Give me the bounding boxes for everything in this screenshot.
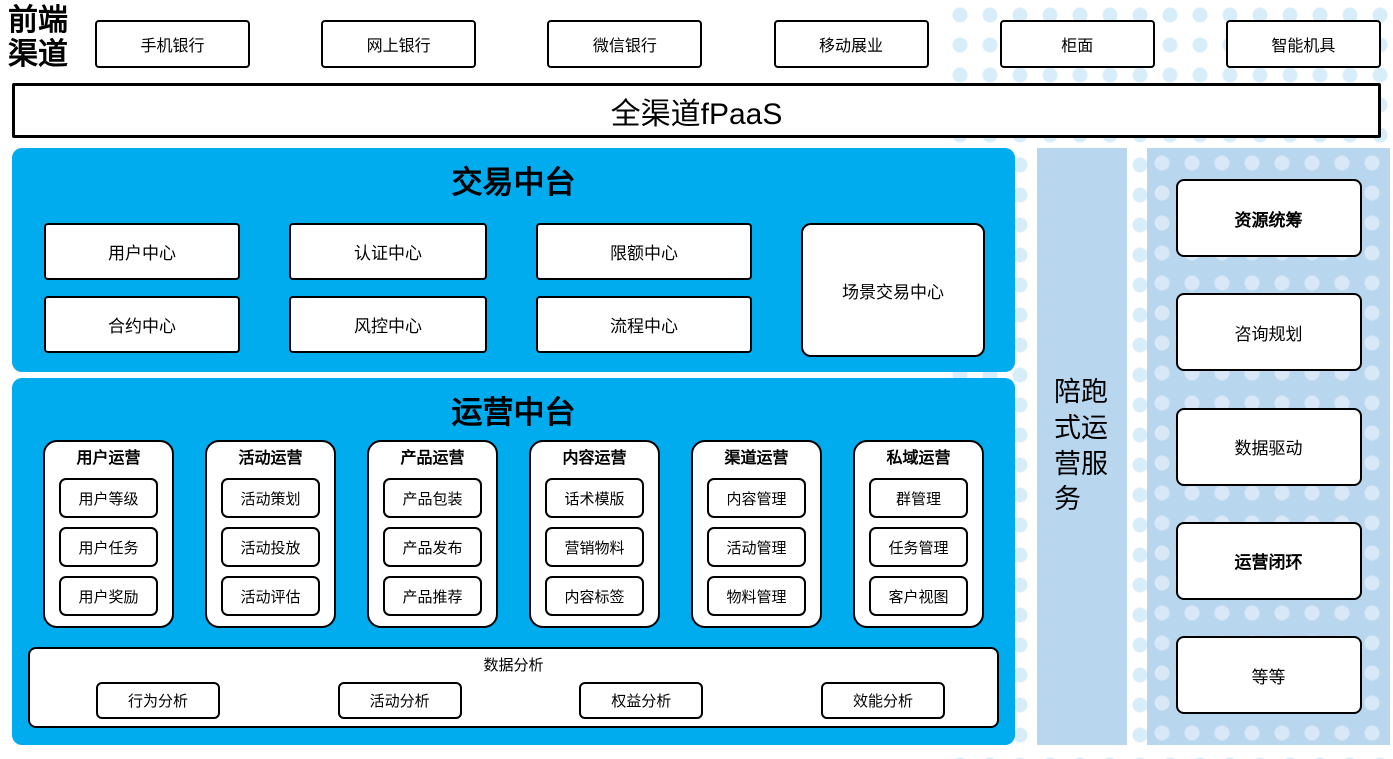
service-box: 等等 (1175, 636, 1362, 714)
omnichannel-fpaas-bar: 全渠道fPaaS (12, 83, 1381, 138)
operation-group-box: 私域运营群管理任务管理客户视图 (853, 440, 984, 628)
group-title: 内容运营 (562, 450, 627, 467)
scene-trade-center-box: 场景交易中心 (801, 223, 985, 357)
analysis-item-box: 活动分析 (337, 682, 462, 719)
channel-row: 手机银行 网上银行 微信银行 移动展业 柜面 智能机具 (95, 20, 1381, 68)
group-item-box: 活动评估 (221, 576, 320, 616)
operation-group-box: 产品运营产品包装产品发布产品推荐 (367, 440, 498, 628)
channel-box: 网上银行 (321, 20, 477, 68)
group-item-box: 营销物料 (545, 527, 644, 567)
group-item-box: 内容标签 (545, 576, 644, 616)
group-item-box: 群管理 (869, 478, 968, 518)
operation-group-box: 内容运营话术模版营销物料内容标签 (529, 440, 660, 628)
group-item-box: 话术模版 (545, 478, 644, 518)
group-title: 产品运营 (400, 450, 465, 467)
trade-center-box: 用户中心 (44, 223, 240, 280)
group-title: 私域运营 (886, 450, 951, 467)
group-item-box: 用户奖励 (59, 576, 158, 616)
group-item-box: 活动投放 (221, 527, 320, 567)
group-title: 渠道运营 (724, 450, 789, 467)
service-box: 资源统筹 (1175, 179, 1362, 257)
channel-box: 智能机具 (1225, 20, 1381, 68)
channel-box: 移动展业 (773, 20, 929, 68)
trade-center-box: 合约中心 (44, 296, 240, 353)
group-item-box: 产品发布 (383, 527, 482, 567)
service-box: 咨询规划 (1175, 293, 1362, 372)
companion-service-label: 陪跑式运营服务 (1054, 377, 1108, 515)
group-item-box: 用户等级 (59, 478, 158, 518)
group-item-box: 内容管理 (707, 478, 806, 518)
operation-group-box: 活动运营活动策划活动投放活动评估 (205, 440, 336, 628)
group-title: 活动运营 (238, 450, 303, 467)
group-item-box: 活动管理 (707, 527, 806, 567)
companion-operation-service-bar: 陪跑式运营服务 (1037, 148, 1127, 745)
group-item-box: 活动策划 (221, 478, 320, 518)
analysis-item-box: 行为分析 (96, 682, 220, 719)
operation-group-box: 渠道运营内容管理活动管理物料管理 (691, 440, 822, 628)
data-analysis-title: 数据分析 (483, 657, 544, 674)
analysis-item-box: 权益分析 (579, 682, 704, 719)
group-item-box: 用户任务 (59, 527, 158, 567)
trade-platform-body: 用户中心认证中心限额中心合约中心风控中心流程中心 场景交易中心 (44, 223, 985, 357)
group-item-box: 物料管理 (707, 576, 806, 616)
group-item-box: 产品包装 (383, 478, 482, 518)
trade-middle-platform-block: 交易中台 用户中心认证中心限额中心合约中心风控中心流程中心 场景交易中心 (12, 148, 1015, 372)
channel-box: 柜面 (999, 20, 1155, 68)
frontend-channels-label: 前端渠道 (8, 3, 68, 72)
group-item-box: 产品推荐 (383, 576, 482, 616)
trade-center-box: 风控中心 (289, 296, 487, 353)
operation-platform-title: 运营中台 (451, 395, 576, 430)
operation-middle-platform-block: 运营中台 用户运营用户等级用户任务用户奖励活动运营活动策划活动投放活动评估产品运… (12, 378, 1015, 745)
trade-center-box: 认证中心 (289, 223, 487, 280)
analysis-item-box: 效能分析 (820, 682, 945, 719)
data-analysis-box: 数据分析 行为分析 活动分析 权益分析 效能分析 (28, 647, 999, 728)
operation-group-box: 用户运营用户等级用户任务用户奖励 (43, 440, 174, 628)
operation-groups-row: 用户运营用户等级用户任务用户奖励活动运营活动策划活动投放活动评估产品运营产品包装… (43, 440, 984, 628)
group-item-box: 客户视图 (869, 576, 968, 616)
service-box: 数据驱动 (1175, 407, 1362, 486)
channel-box: 手机银行 (95, 20, 250, 68)
service-column: 资源统筹咨询规划数据驱动运营闭环等等 (1147, 148, 1390, 745)
group-item-box: 任务管理 (869, 527, 968, 567)
trade-platform-title: 交易中台 (451, 165, 576, 200)
service-box: 运营闭环 (1175, 521, 1362, 600)
trade-center-box: 流程中心 (536, 296, 752, 353)
data-analysis-row: 行为分析 活动分析 权益分析 效能分析 (30, 675, 997, 719)
trade-center-box: 限额中心 (536, 223, 752, 280)
group-title: 用户运营 (76, 450, 141, 467)
trade-centers-grid: 用户中心认证中心限额中心合约中心风控中心流程中心 (44, 223, 752, 357)
channel-box: 微信银行 (547, 20, 703, 68)
